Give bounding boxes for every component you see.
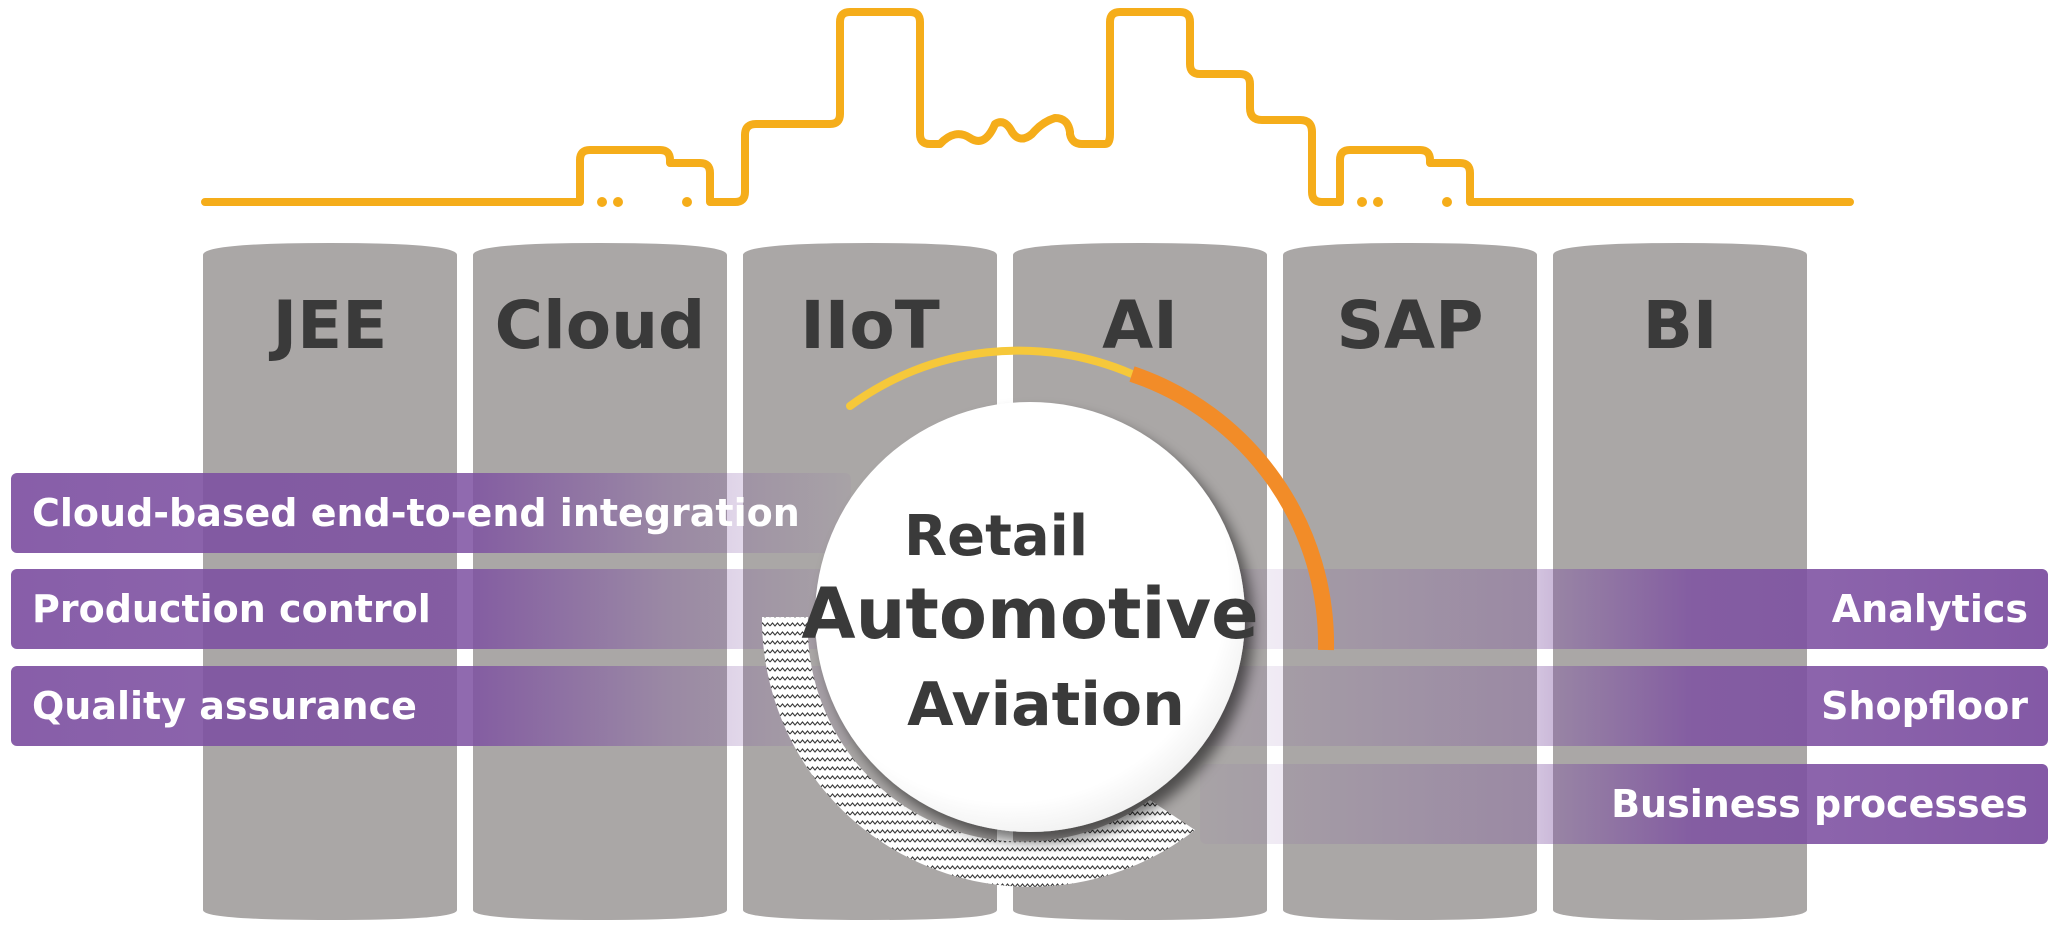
wheel-dot [1442,197,1452,207]
orange-arc [1129,366,1335,651]
band-bar [11,473,851,553]
bands: Cloud-based end-to-end integrationProduc… [11,473,2048,844]
band-label: Cloud-based end-to-end integration [32,491,800,535]
band-label: Quality assurance [32,684,417,728]
center-text-line3: Aviation [907,670,1185,740]
center-text-line1: Retail [904,504,1088,569]
right-band-1: Shopfloor [1200,666,2048,746]
center-text-line2: Automotive [801,573,1258,655]
wheel-dot [613,197,623,207]
wheel-dot [1373,197,1383,207]
band-label: Shopfloor [1821,684,2028,728]
band-label: Production control [32,587,431,631]
wheel-dot [597,197,607,207]
band-bar [1200,569,2048,649]
band-bar [11,666,851,746]
right-band-0: Analytics [1200,569,2048,649]
pillar-label: JEE [269,287,388,364]
band-bar [1200,764,2048,844]
skyline-line [201,8,1854,206]
wheel-dot [1357,197,1367,207]
pillar-label: AI [1102,287,1178,364]
left-band-1: Production control [11,569,851,649]
pillars: JEE Cloud IIoT AI SAP BI [203,243,1807,920]
pillar-label: SAP [1337,287,1484,364]
right-band-2: Business processes [1200,764,2048,844]
left-band-2: Quality assurance [11,666,851,746]
band-bar [11,569,851,649]
wheel-dot [682,197,692,207]
band-label: Analytics [1832,587,2028,631]
band-label: Business processes [1611,782,2028,826]
band-bar [1200,666,2048,746]
left-band-0: Cloud-based end-to-end integration [11,473,851,553]
textured-arc [761,617,1195,887]
yellow-arc [846,346,1136,410]
factory-skyline-icon [201,8,1854,207]
pillar-label: Cloud [495,287,706,364]
pillar-label: IIoT [800,287,939,364]
pillar-label: BI [1643,287,1718,364]
center-circle [815,402,1245,832]
